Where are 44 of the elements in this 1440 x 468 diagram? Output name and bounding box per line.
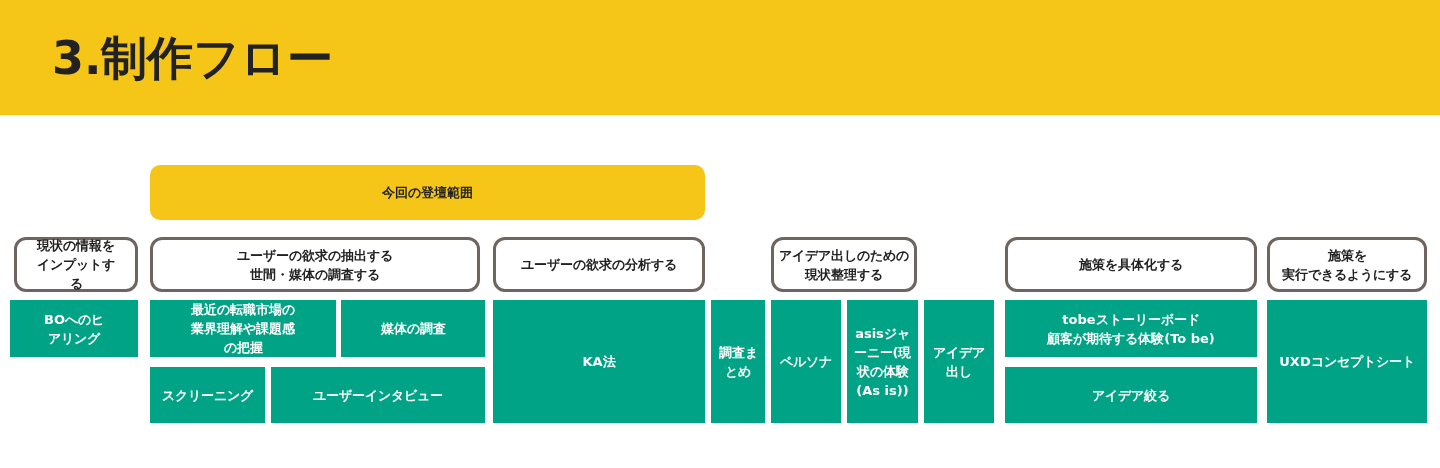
box-label: asisジャーニー(現状の体験(As is)) <box>852 324 913 400</box>
phase-box <box>1005 237 1257 292</box>
box-label: 媒体の調査 <box>380 320 446 338</box>
box-label: 施策を <box>1327 246 1367 265</box>
phase-box <box>493 237 705 292</box>
box-label: 今回の登壇範囲 <box>382 184 473 202</box>
task-box <box>1267 300 1427 423</box>
phase-box <box>150 237 480 292</box>
task-box <box>150 300 336 357</box>
range-banner <box>150 165 705 220</box>
box-label: 世間・媒体の調査する <box>250 265 380 284</box>
task-box <box>771 300 841 423</box>
box-label: 顧客が期待する体験(To be) <box>1047 329 1215 348</box>
box-label: アイデア出し <box>932 343 986 381</box>
task-box <box>711 300 765 423</box>
task-box <box>150 367 265 423</box>
box-label: 現状の情報をインプットする <box>35 237 116 293</box>
task-box <box>1005 367 1257 423</box>
box-label: ユーザーの欲求の抽出する <box>237 246 393 265</box>
box-label: 最近の転職市場の業界理解や課題感の把握 <box>190 301 296 357</box>
box-label: 調査まとめ <box>718 343 758 381</box>
task-box <box>10 300 138 357</box>
box-label: アイデア出しのための現状整理する <box>778 246 910 284</box>
page-title: 3.制作フロー <box>52 30 334 87</box>
phase-box <box>14 237 138 292</box>
task-box <box>341 300 485 357</box>
task-box <box>493 300 705 423</box>
box-label: ペルソナ <box>780 353 832 371</box>
box-label: tobeストーリーボード <box>1062 310 1200 329</box>
box-label: 実行できるようにする <box>1282 265 1412 284</box>
box-label: スクリーニング <box>162 386 253 405</box>
box-label: ユーザーインタビュー <box>313 386 443 405</box>
phase-box <box>1267 237 1427 292</box>
box-label: ユーザーの欲求の分析する <box>521 256 677 274</box>
task-box <box>847 300 918 423</box>
task-box <box>924 300 994 423</box>
box-label: KA法 <box>582 353 616 371</box>
box-label: BOへのヒアリング <box>43 310 105 348</box>
task-box <box>271 367 485 423</box>
task-box <box>1005 300 1257 357</box>
box-label: 施策を具体化する <box>1079 256 1183 274</box>
box-label: アイデア絞る <box>1092 386 1170 405</box>
phase-box <box>771 237 917 292</box>
box-label: UXDコンセプトシート <box>1279 353 1415 371</box>
